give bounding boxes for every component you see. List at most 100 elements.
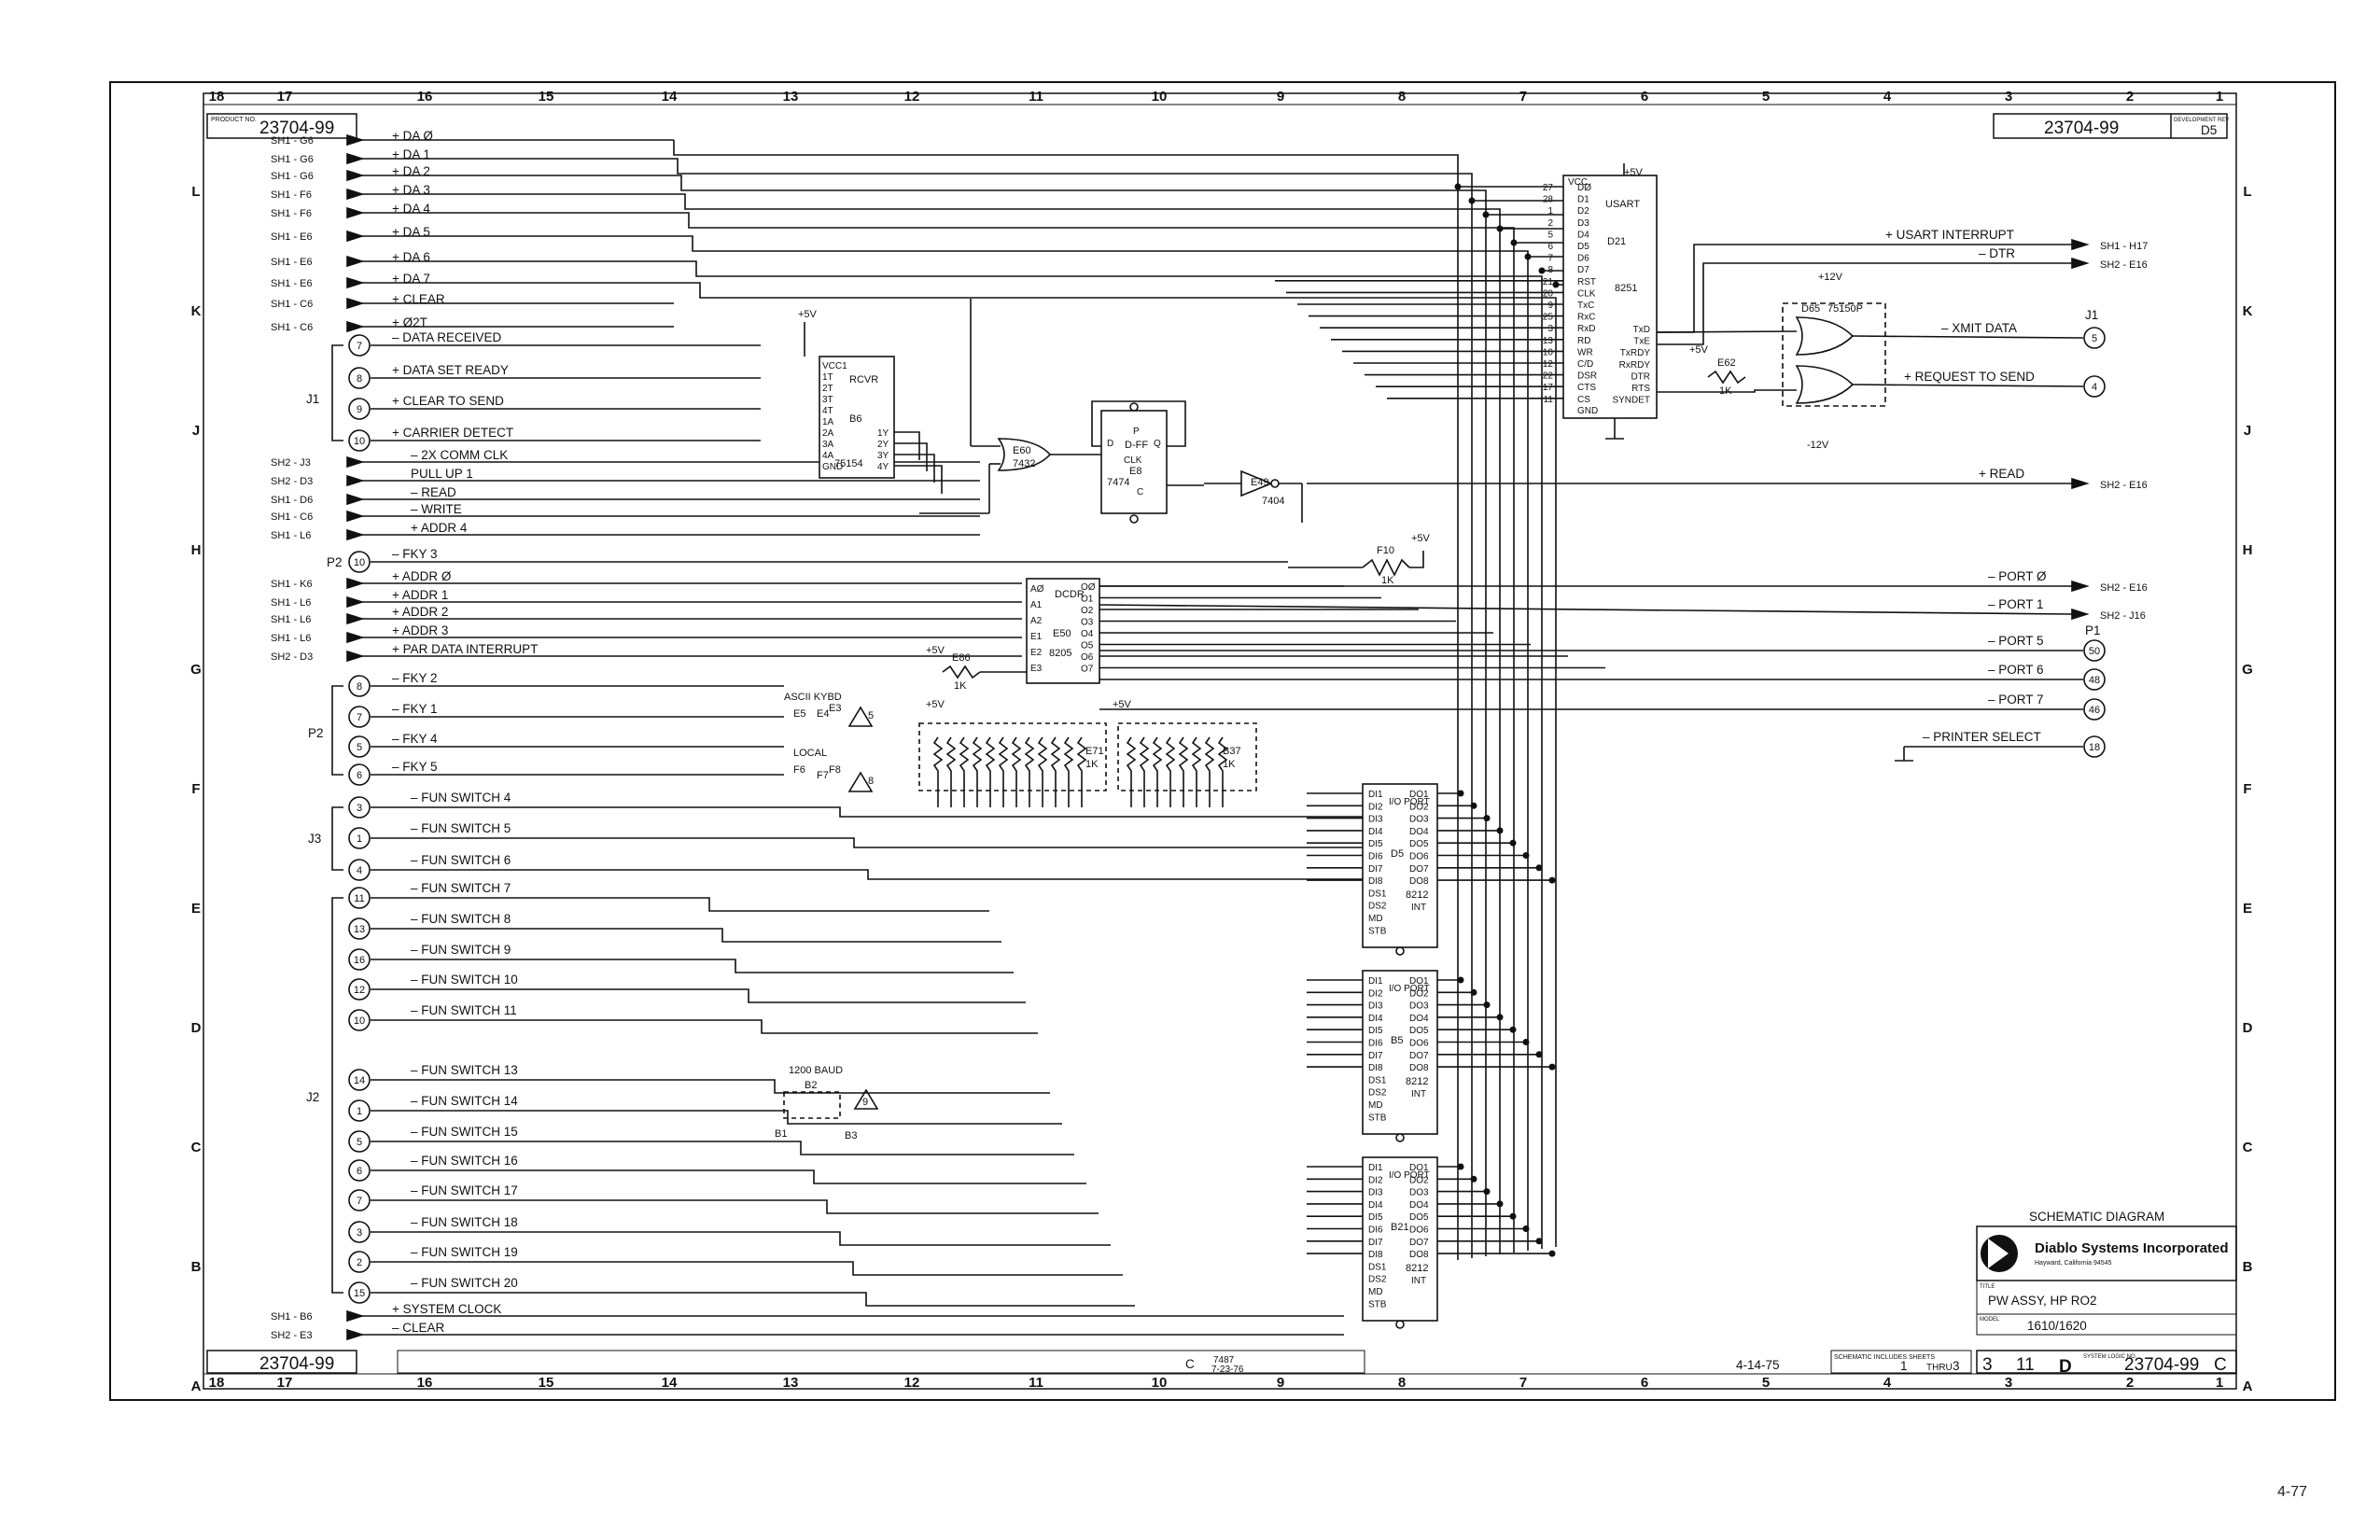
input-label: + DA Ø: [392, 129, 433, 143]
dff-e8: [1100, 410, 1168, 514]
zone-top-10: 10: [1152, 89, 1168, 105]
zone-bottom-6: 6: [1641, 1375, 1648, 1391]
usart-ref: D21: [1607, 236, 1626, 247]
note-8: 8: [868, 776, 874, 787]
note-5: 5: [868, 710, 874, 721]
usart-left-pin: D7: [1577, 265, 1589, 275]
zone-top-18: 18: [209, 89, 225, 105]
company-name: Diablo Systems Incorporated: [2035, 1240, 2229, 1256]
p1-pin: [2083, 668, 2106, 691]
p2-key-label: – FKY 4: [392, 732, 438, 746]
usart-left-num: 12: [1543, 359, 1554, 370]
j1-pin-number: 8: [357, 373, 362, 385]
j2-pin-number: 2: [357, 1257, 362, 1268]
addr-input-arrow-icon: [346, 650, 365, 663]
usart-left-pin: RST: [1577, 277, 1596, 287]
port-d5-in-pin: MD: [1368, 914, 1383, 924]
dcdr-ref: E50: [1053, 628, 1071, 639]
j2-pin: [348, 1130, 371, 1153]
zone-bottom-1: 1: [2216, 1375, 2223, 1391]
sheets-to: 3: [1953, 1359, 1960, 1373]
port-b21-out-pin: DO4: [1409, 1200, 1429, 1211]
data-bus-line: [673, 140, 1459, 1260]
j2-switch-label: – FUN SWITCH 15: [411, 1125, 518, 1139]
zone-bottom-18: 18: [209, 1375, 225, 1391]
junction-dot: [1535, 864, 1543, 872]
junction-dot: [1483, 815, 1491, 822]
diablo-logo-mark: [1988, 1239, 2009, 1268]
product-number-bottom-right: 23704-99: [2124, 1355, 2199, 1375]
port-b5-out-pin: DO4: [1409, 1014, 1429, 1024]
input-label: + DA 2: [392, 164, 430, 178]
usart-left-pin: CS: [1577, 395, 1590, 405]
zone-top-9: 9: [1277, 89, 1284, 105]
pack-resistor: [1076, 736, 1087, 807]
rcvr-pin: 1T: [822, 372, 833, 383]
pack-resistor: [932, 736, 944, 807]
p1-label: – PORT 6: [1988, 663, 2044, 677]
j2-pin: [348, 887, 371, 909]
driver-pos: +12V: [1818, 272, 1843, 283]
zone-bottom-10: 10: [1152, 1375, 1168, 1391]
junction-dot: [1483, 1001, 1491, 1009]
zone-top-3: 3: [2005, 89, 2012, 105]
dff-ref: E8: [1129, 466, 1141, 477]
usart-right-pin: TxRDY: [1620, 348, 1651, 358]
dtr-arrow-icon: [2071, 257, 2090, 270]
input-arrow-icon: [346, 169, 365, 182]
port0-arrow-icon: [2071, 580, 2090, 593]
dcdr-in-pin: A1: [1030, 600, 1043, 610]
usart-left-num: 3: [1547, 324, 1553, 334]
j2-pin: [348, 948, 371, 971]
zone-left-F: F: [191, 781, 200, 797]
model-label: MODEL: [1980, 1317, 2000, 1323]
j2-connector-label: J2: [306, 1090, 319, 1104]
j2-wire: [371, 1079, 1050, 1094]
addr-input-ref: SH1 - K6: [271, 579, 313, 590]
port-b21-int-pin: INT: [1411, 1276, 1426, 1286]
j3-pin-number: 3: [357, 803, 362, 814]
driver-neg: -12V: [1807, 440, 1829, 451]
usart-left-pin: RxD: [1577, 324, 1595, 334]
p1-label: – PRINTER SELECT: [1923, 730, 2041, 744]
junction-dot: [1454, 183, 1462, 190]
zone-right-H: H: [2243, 542, 2253, 558]
port-b21-in-pin: DI7: [1368, 1238, 1383, 1248]
j1-pin-number: 9: [357, 404, 362, 415]
read-out-arrow-icon: [2071, 477, 2090, 490]
port-d5-out-pin: DO3: [1409, 815, 1429, 825]
inv-part: 7404: [1262, 496, 1284, 507]
junction-dot: [1468, 197, 1476, 204]
port-b5-clear-bubble: [1395, 1133, 1405, 1142]
port-b21-in-pin: DS1: [1368, 1262, 1387, 1272]
j2-pin: [348, 1189, 371, 1211]
zone-right-B: B: [2243, 1259, 2253, 1275]
j2-switch-label: – FUN SWITCH 16: [411, 1154, 518, 1168]
j2-pin: [348, 1221, 371, 1243]
data-bus-line: [674, 158, 1473, 1258]
j2-pin-number: 13: [354, 924, 365, 935]
e3: E3: [829, 703, 841, 714]
pack-resistor: [1139, 736, 1150, 807]
port-b21-out-pin: DO2: [1409, 1175, 1429, 1185]
rts-out-wire: [1852, 384, 2084, 387]
dff-clear-bubble: [1129, 514, 1139, 524]
port-b21-clear-bubble: [1395, 1320, 1405, 1329]
dtr-label: – DTR: [1979, 246, 2015, 260]
pack-resistor: [1191, 736, 1202, 807]
usart-left-num: 2: [1547, 218, 1553, 229]
j3-pin-number: 4: [357, 865, 362, 876]
port-d5-in-pin: DI3: [1368, 815, 1383, 825]
j2-pin-number: 16: [354, 955, 365, 966]
usart-right-pin: RxRDY: [1619, 360, 1651, 371]
f8: F8: [829, 764, 841, 776]
addr-input-label: + ADDR 1: [392, 588, 448, 602]
p1-pin-number: 50: [2089, 646, 2100, 657]
sheets-thru: THRU: [1926, 1363, 1953, 1373]
zone-left-H: H: [191, 542, 202, 558]
port-b21-in-pin: STB: [1368, 1299, 1387, 1309]
j2-switch-label: – FUN SWITCH 11: [411, 1003, 517, 1017]
usart-left-pin: C/D: [1577, 359, 1593, 370]
zone-left-B: B: [191, 1259, 202, 1275]
usart-right-pin: TxD: [1633, 325, 1650, 335]
